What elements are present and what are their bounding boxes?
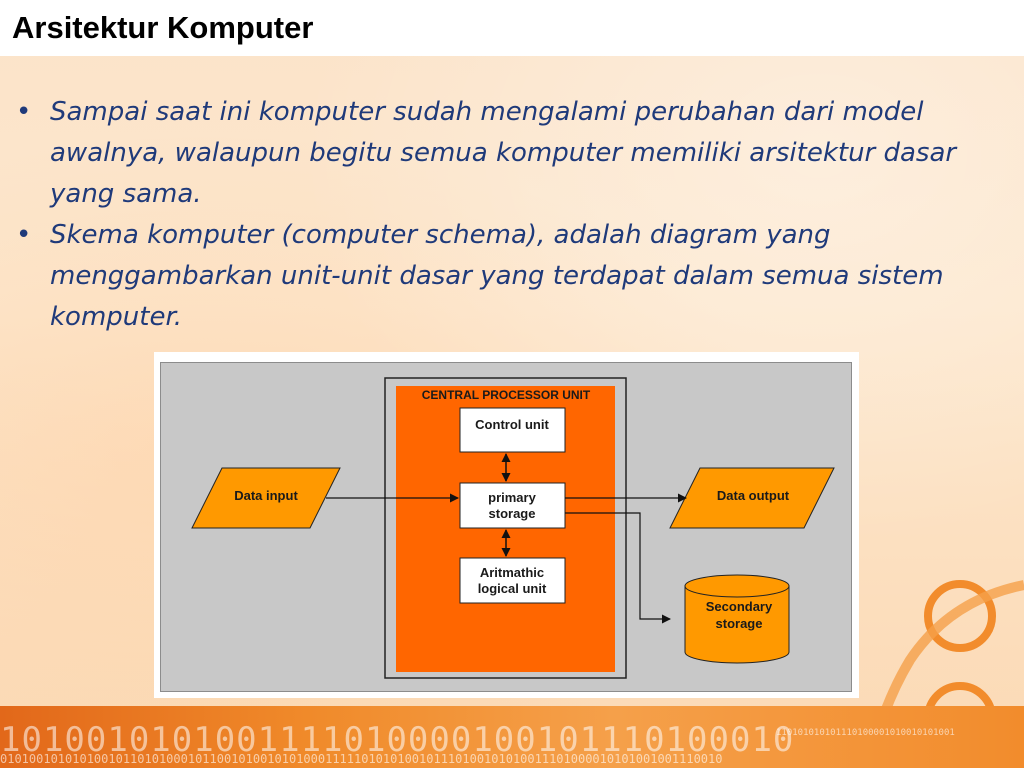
bullet-text: Skema komputer (computer schema), adalah… bbox=[50, 220, 944, 332]
primary-to-secondary-arrow bbox=[565, 512, 671, 624]
binary-decoration-large: 1010010101001111010000100101110100010 bbox=[0, 720, 795, 760]
primary-storage-box bbox=[459, 482, 566, 529]
data-output-shape bbox=[669, 467, 835, 529]
control-unit-box bbox=[459, 407, 566, 453]
bullet-text: Sampai saat ini komputer sudah mengalami… bbox=[50, 97, 957, 209]
binary-decoration-right: 110101010101110100001010010101001 bbox=[776, 728, 955, 738]
data-input-label: Data input bbox=[234, 488, 298, 503]
alu-label-line2: logical unit bbox=[478, 581, 547, 596]
secondary-storage-label-line1: Secondary bbox=[706, 599, 773, 614]
bullet-item: • Sampai saat ini komputer sudah mengala… bbox=[14, 92, 1014, 215]
decorative-ring-icon bbox=[924, 580, 996, 652]
bullet-item: • Skema komputer (computer schema), adal… bbox=[14, 215, 1014, 338]
bullet-dot: • bbox=[16, 97, 32, 127]
control-unit-label: Control unit bbox=[475, 417, 549, 432]
title-bar: Arsitektur Komputer bbox=[0, 0, 1024, 56]
bullet-list: • Sampai saat ini komputer sudah mengala… bbox=[14, 92, 1014, 338]
secondary-storage-top bbox=[684, 574, 790, 598]
secondary-storage-label-line2: storage bbox=[716, 616, 763, 631]
data-output-label: Data output bbox=[717, 488, 790, 503]
alu-label-line1: Aritmathic bbox=[480, 565, 544, 580]
cpu-label: CENTRAL PROCESSOR UNIT bbox=[422, 388, 591, 402]
bullet-dot: • bbox=[16, 220, 32, 250]
binary-decoration-small: 0101001010101001011010100010110010100101… bbox=[0, 752, 723, 766]
slide-title: Arsitektur Komputer bbox=[12, 10, 314, 45]
secondary-storage-body bbox=[684, 586, 790, 664]
footer-band bbox=[0, 706, 1024, 768]
data-input-shape bbox=[191, 467, 341, 529]
alu-box bbox=[459, 557, 566, 604]
primary-storage-label-line2: storage bbox=[489, 506, 536, 521]
primary-storage-label-line1: primary bbox=[488, 490, 536, 505]
